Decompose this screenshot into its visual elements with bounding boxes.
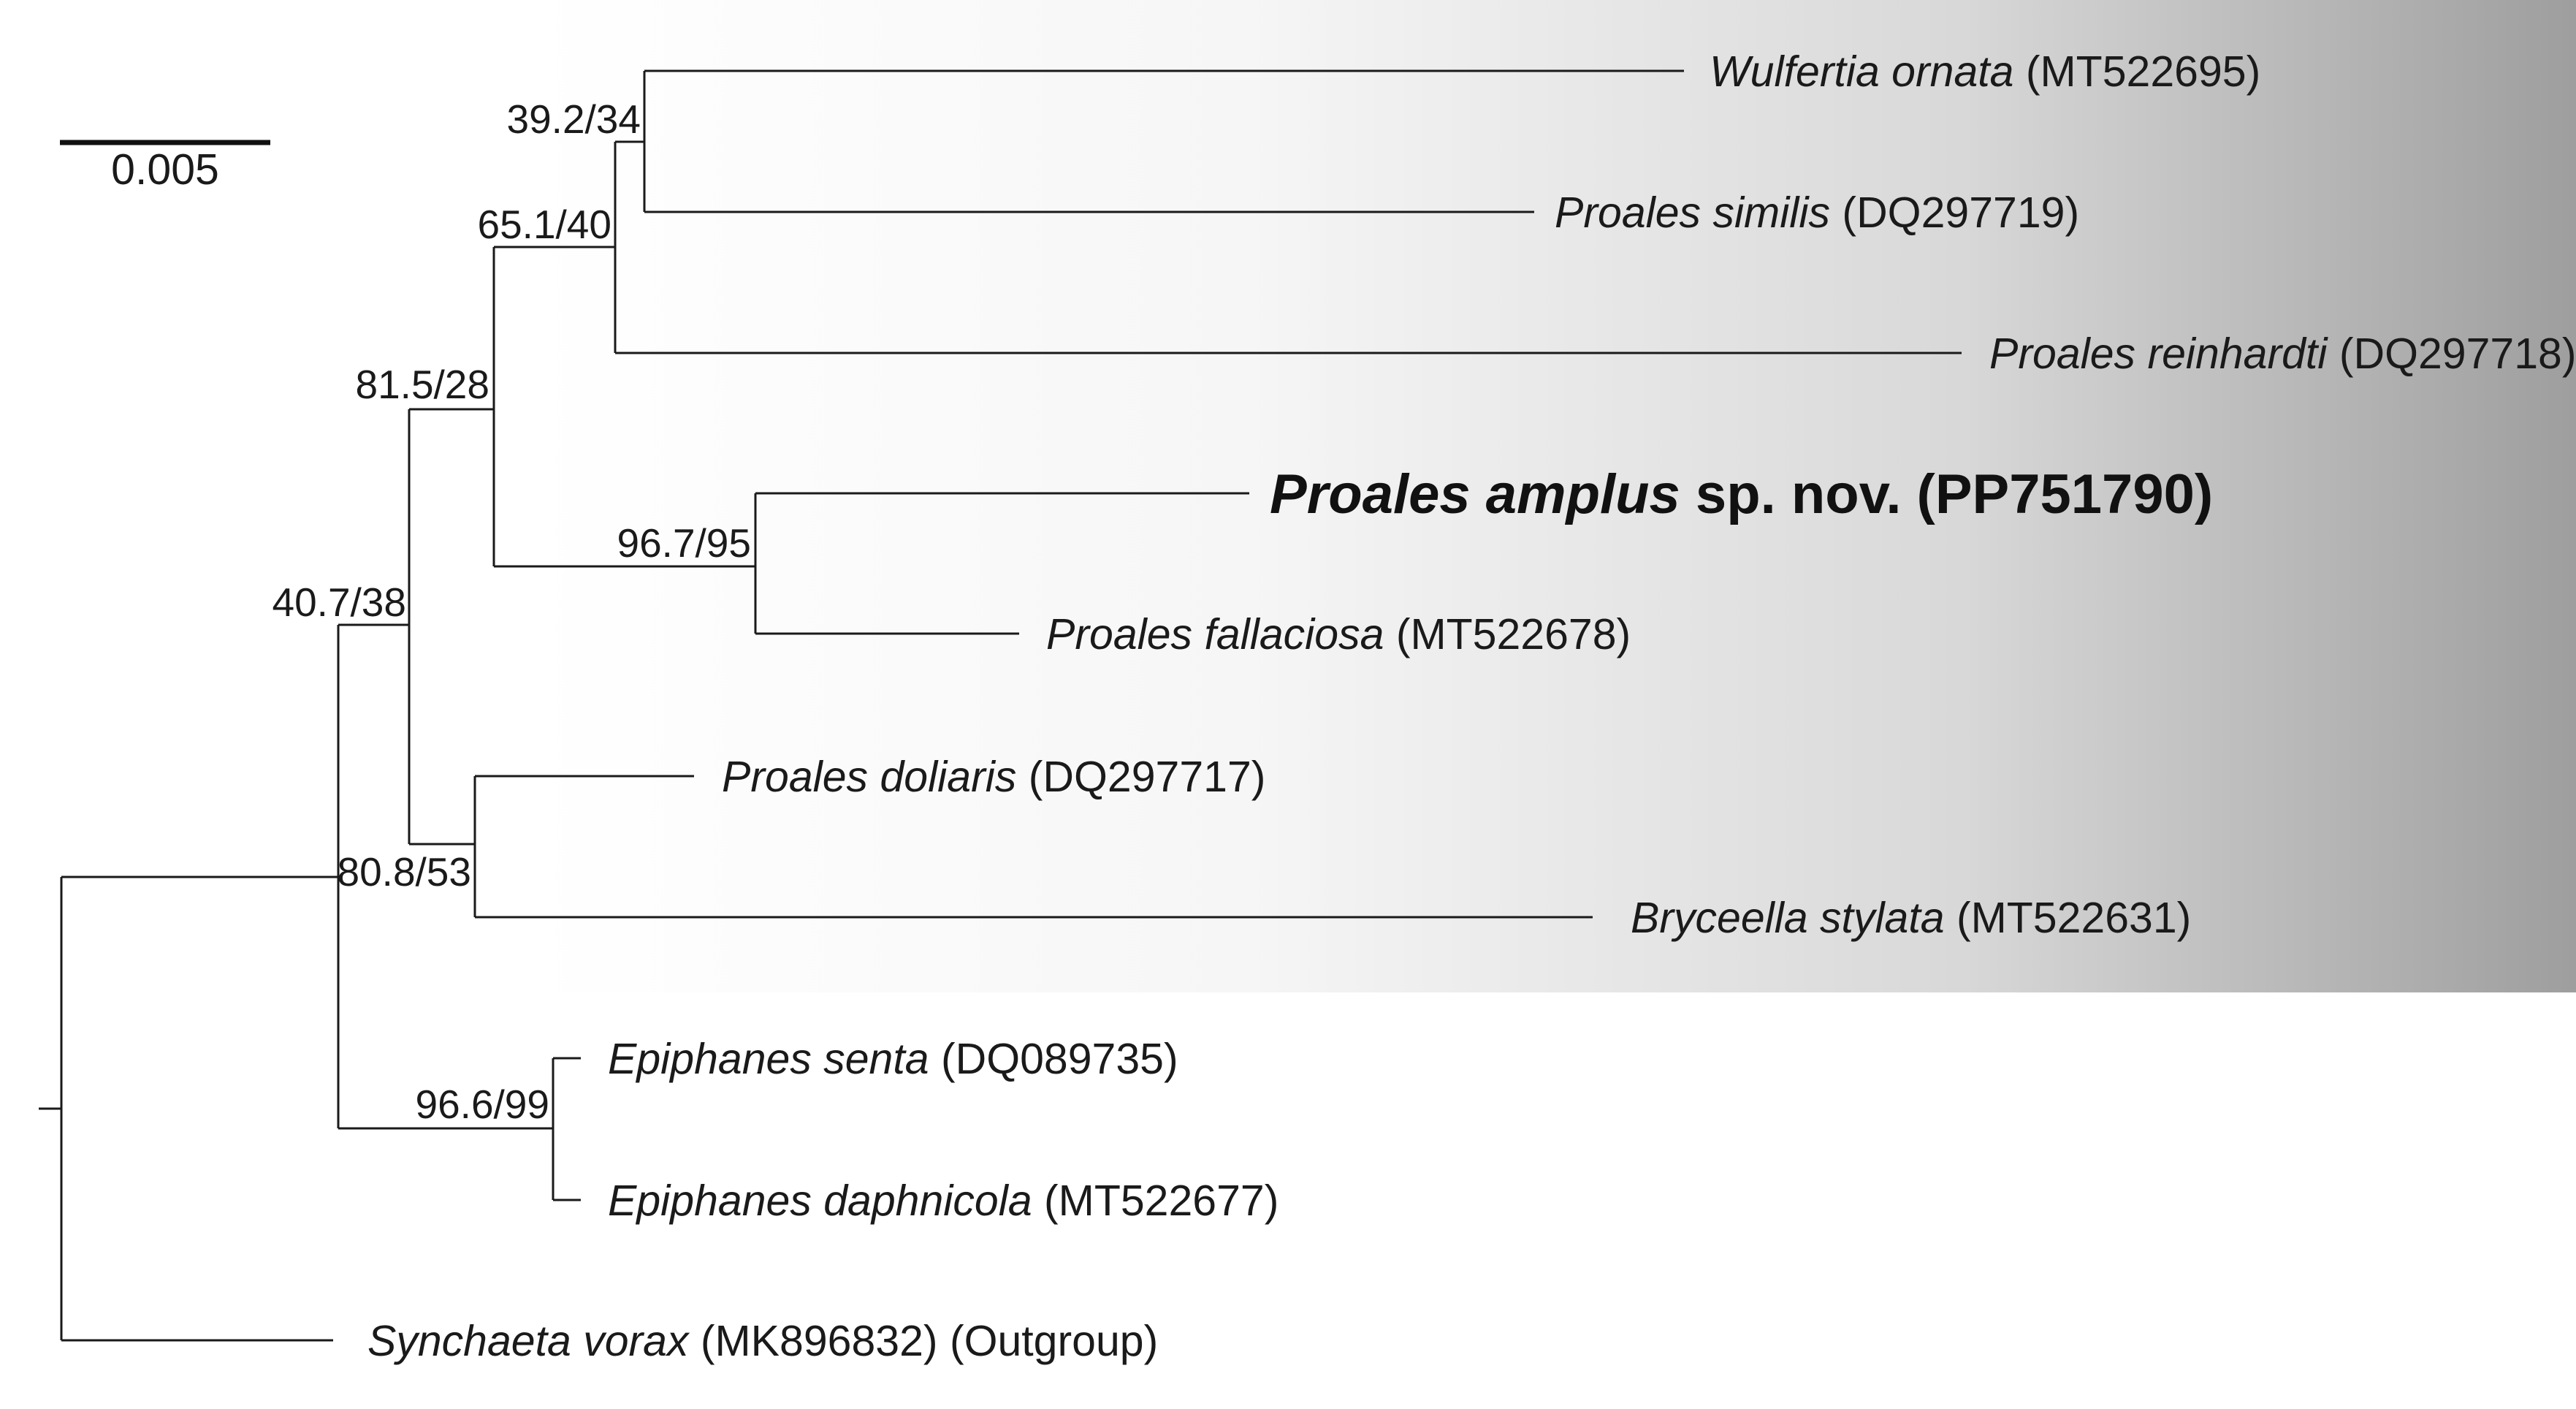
support-label: 65.1/40	[477, 202, 611, 247]
support-label: 96.6/99	[415, 1082, 549, 1127]
scale-bar-label: 0.005	[111, 145, 219, 194]
taxon-label-bryceella-stylata: Bryceella stylata (MT522631)	[1631, 894, 2191, 942]
scale-bar: 0.005	[60, 140, 270, 194]
support-values: 39.2/34 65.1/40 81.5/28 96.7/95 40.7/38 …	[272, 96, 751, 1127]
support-label: 40.7/38	[272, 580, 406, 625]
taxon-label-proales-doliaris: Proales doliaris (DQ297717)	[722, 753, 1265, 801]
taxon-labels: Wulfertia ornata (MT522695) Proales simi…	[367, 48, 2576, 1365]
taxon-label-proales-fallaciosa: Proales fallaciosa (MT522678)	[1046, 610, 1631, 658]
support-label: 39.2/34	[506, 96, 641, 142]
clade-highlight-shading	[530, 0, 2576, 992]
taxon-label-epiphanes-senta: Epiphanes senta (DQ089735)	[608, 1035, 1178, 1083]
support-label: 80.8/53	[337, 849, 471, 895]
support-label: 81.5/28	[355, 362, 489, 407]
taxon-label-proales-reinhardti: Proales reinhardti (DQ297718)	[1989, 330, 2576, 378]
taxon-label-synchaeta-vorax: Synchaeta vorax (MK896832) (Outgroup)	[367, 1317, 1158, 1365]
taxon-label-proales-similis: Proales similis (DQ297719)	[1555, 189, 2079, 237]
taxon-label-wulfertia-ornata: Wulfertia ornata (MT522695)	[1710, 48, 2260, 96]
support-label: 96.7/95	[617, 520, 751, 566]
taxon-label-epiphanes-daphnicola: Epiphanes daphnicola (MT522677)	[608, 1177, 1279, 1225]
tree-branches	[39, 69, 1962, 1342]
taxon-label-proales-amplus: Proales amplus sp. nov. (PP751790)	[1270, 463, 2213, 525]
